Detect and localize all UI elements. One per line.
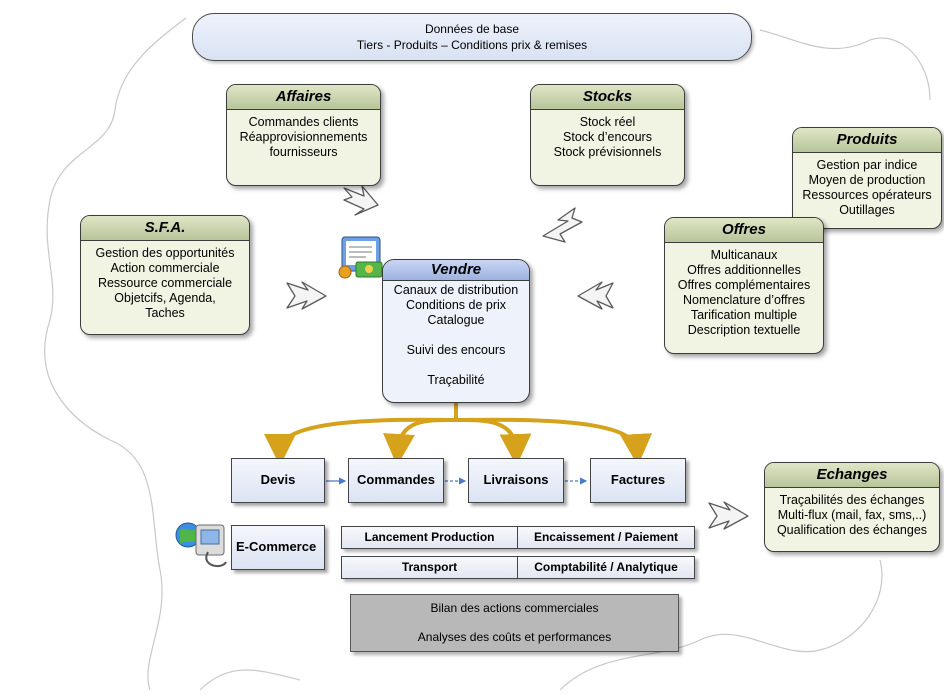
- sfa-card: S.F.A. Gestion des opportunités Action c…: [80, 215, 250, 335]
- vendre-clipart-icon: [338, 236, 383, 279]
- sfa-line: Ressource commerciale: [97, 276, 233, 290]
- offres-line: Offres additionnelles: [687, 263, 801, 277]
- sfa-line: Gestion des opportunités: [95, 246, 235, 260]
- arrow-stocks-icon: [542, 207, 583, 243]
- sfa-line: Taches: [145, 306, 185, 320]
- vendre-line: [383, 328, 529, 343]
- strip-production-payment: Lancement Production Encaissement / Paie…: [341, 526, 695, 549]
- base-data-subtitle: Tiers - Produits – Conditions prix & rem…: [356, 38, 588, 52]
- step-devis: Devis: [231, 458, 325, 503]
- produits-line: Gestion par indice: [816, 158, 918, 172]
- vendre-line: Traçabilité: [427, 373, 485, 387]
- produits-line: Moyen de production: [808, 173, 926, 187]
- offres-line: Tarification multiple: [690, 308, 798, 322]
- produits-line: Outillages: [839, 203, 895, 217]
- stocks-title: Stocks: [531, 85, 684, 110]
- base-data-banner: Données de base Tiers - Produits – Condi…: [192, 13, 752, 61]
- vendre-line: Suivi des encours: [406, 343, 506, 357]
- vendre-line: Conditions de prix: [405, 298, 507, 312]
- vendre-title: Vendre: [383, 260, 529, 281]
- produits-card: Produits Gestion par indice Moyen de pro…: [792, 127, 942, 229]
- lancement-production-label: Lancement Production: [342, 527, 518, 548]
- echanges-card: Echanges Traçabilités des échanges Multi…: [764, 462, 940, 552]
- transport-label: Transport: [342, 557, 518, 578]
- offres-line: Nomenclature d’offres: [682, 293, 806, 307]
- vendre-line: Catalogue: [427, 313, 485, 327]
- base-data-title: Données de base: [424, 22, 520, 36]
- offres-line: Description textuelle: [687, 323, 801, 337]
- arrow-echanges-icon: [708, 501, 749, 530]
- stocks-line: Stock d’encours: [563, 130, 652, 144]
- echanges-title: Echanges: [765, 463, 939, 488]
- chevron-arrows: [286, 185, 749, 530]
- affaires-line: fournisseurs: [269, 145, 338, 159]
- bilan-box: Bilan des actions commerciales Analyses …: [350, 594, 679, 652]
- sfa-line: Objetcifs, Agenda,: [114, 291, 216, 305]
- affaires-title: Affaires: [227, 85, 380, 110]
- vendre-line: Canaux de distribution: [393, 283, 519, 297]
- encaissement-paiement-label: Encaissement / Paiement: [533, 530, 679, 544]
- comptabilite-analytique-label: Comptabilité / Analytique: [534, 560, 678, 574]
- step-livraisons: Livraisons: [468, 458, 564, 503]
- arrow-sfa-icon: [286, 281, 327, 310]
- offres-line: Multicanaux: [710, 248, 778, 262]
- echanges-line: Qualification des échanges: [776, 523, 928, 537]
- produits-title: Produits: [793, 128, 941, 153]
- affaires-line: Commandes clients: [248, 115, 359, 129]
- ecommerce-clipart-icon: [175, 522, 227, 568]
- sfa-line: Action commerciale: [110, 261, 220, 275]
- echanges-line: Multi-flux (mail, fax, sms,..): [777, 508, 927, 522]
- vendre-line: [383, 358, 529, 373]
- echanges-line: Traçabilités des échanges: [779, 493, 925, 507]
- stocks-line: Stock réel: [579, 115, 636, 129]
- affaires-line: Réapprovisionnements: [239, 130, 368, 144]
- sfa-title: S.F.A.: [81, 216, 249, 241]
- step-factures: Factures: [590, 458, 686, 503]
- bilan-line-2: Analyses des coûts et performances: [417, 630, 612, 644]
- vendre-card: Vendre Canaux de distribution Conditions…: [382, 259, 530, 403]
- offres-title: Offres: [665, 218, 823, 243]
- strip-transport-accounting: Transport Comptabilité / Analytique: [341, 556, 695, 579]
- produits-line: Ressources opérateurs: [802, 188, 932, 202]
- background-outline: [44, 17, 931, 691]
- ecommerce-box: E-Commerce: [231, 525, 325, 570]
- offres-line: Offres complémentaires: [677, 278, 811, 292]
- vendre-connectors: [264, 401, 652, 466]
- stocks-card: Stocks Stock réel Stock d’encours Stock …: [530, 84, 685, 186]
- bilan-line-1: Bilan des actions commerciales: [430, 601, 599, 615]
- step-commandes: Commandes: [348, 458, 444, 503]
- arrow-affaires-icon: [343, 185, 379, 216]
- arrow-offres-icon: [577, 281, 614, 310]
- stocks-line: Stock prévisionnels: [553, 145, 662, 159]
- offres-card: Offres Multicanaux Offres additionnelles…: [664, 217, 824, 354]
- affaires-card: Affaires Commandes clients Réapprovision…: [226, 84, 381, 186]
